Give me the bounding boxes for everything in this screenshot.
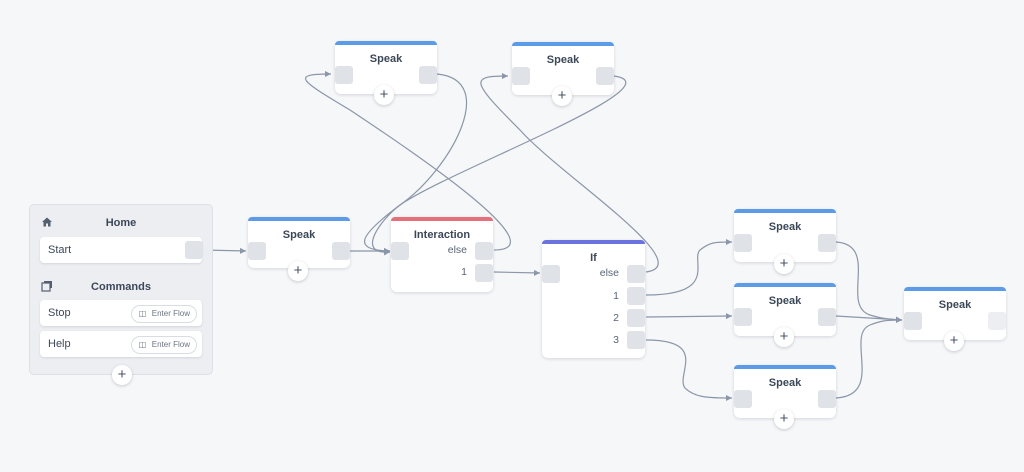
choice-label-1: 1 (461, 266, 467, 278)
interaction-node[interactable]: Interaction else 1 (391, 217, 493, 292)
stack-icon: ◫ (138, 309, 147, 318)
link-speak-r3-to-final (835, 317, 903, 399)
output-port[interactable] (596, 67, 614, 85)
start-output-port[interactable] (185, 241, 203, 259)
add-step-button[interactable]: + (552, 86, 572, 106)
start-item-label: Start (48, 244, 72, 256)
enter-flow-label: Enter Flow (151, 309, 190, 318)
node-title: Speak (768, 295, 802, 307)
input-port[interactable] (734, 308, 752, 326)
start-item[interactable]: Start (40, 237, 203, 263)
branch-label-2: 2 (613, 312, 619, 324)
link-speak-top2-to-interaction (371, 75, 626, 256)
input-port[interactable] (391, 242, 409, 260)
add-step-button[interactable]: + (774, 254, 794, 274)
node-title: Speak (546, 54, 580, 66)
enter-flow-label: Enter Flow (151, 340, 190, 349)
output-port-3[interactable] (627, 331, 645, 349)
add-step-button[interactable]: + (944, 331, 964, 351)
enter-flow-button[interactable]: ◫ Enter Flow (130, 305, 197, 323)
add-step-button[interactable]: + (374, 85, 394, 105)
node-header-bar (904, 287, 1006, 291)
output-port[interactable] (332, 242, 350, 260)
speak-node-top-2[interactable]: Speak (512, 42, 614, 95)
enter-flow-button[interactable]: ◫ Enter Flow (130, 336, 197, 354)
input-port[interactable] (542, 265, 560, 283)
link-if-2-to-speak-r2 (645, 313, 733, 320)
link-interaction-1-to-if (493, 269, 541, 276)
output-port[interactable] (988, 312, 1006, 330)
node-header-bar (248, 217, 350, 221)
input-port[interactable] (734, 234, 752, 252)
branch-label-3: 3 (613, 334, 619, 346)
output-port-1[interactable] (475, 264, 493, 282)
link-if-else-to-speak-top2 (480, 73, 659, 273)
output-port-1[interactable] (627, 287, 645, 305)
node-title: Speak (768, 377, 802, 389)
node-header-bar (542, 240, 645, 244)
choice-label-else: else (447, 244, 467, 256)
add-step-button[interactable]: + (774, 409, 794, 429)
stack-icon (41, 280, 53, 292)
input-port[interactable] (512, 67, 530, 85)
node-header-bar (391, 217, 493, 221)
node-title: Speak (282, 229, 316, 241)
node-title: Interaction (413, 229, 471, 241)
output-port-2[interactable] (627, 309, 645, 327)
link-if-1-to-speak-r1 (645, 239, 733, 296)
link-speak-r2-to-final (835, 315, 903, 323)
node-title: If (590, 252, 597, 264)
command-item-stop[interactable]: Stop ◫ Enter Flow (40, 300, 202, 326)
node-header-bar (512, 42, 614, 46)
branch-label-1: 1 (613, 290, 619, 302)
branch-label-else: else (599, 267, 619, 279)
output-port[interactable] (818, 390, 836, 408)
link-if-3-to-speak-r3 (645, 339, 733, 401)
home-section-title: Home (105, 217, 137, 229)
home-icon (41, 216, 53, 228)
output-port[interactable] (818, 308, 836, 326)
input-port[interactable] (335, 66, 353, 84)
node-title: Speak (369, 53, 403, 65)
link-interaction-else-to-speak-top1 (305, 71, 512, 251)
node-header-bar (734, 209, 836, 213)
commands-section-title: Commands (91, 281, 151, 293)
node-title: Speak (938, 299, 972, 311)
input-port[interactable] (248, 242, 266, 260)
entry-panel: Home Start Commands Stop ◫ Enter Flow He… (29, 204, 213, 375)
add-command-button[interactable]: + (112, 365, 132, 385)
input-port[interactable] (734, 390, 752, 408)
output-port-else[interactable] (627, 265, 645, 283)
command-label: Help (48, 338, 71, 350)
input-port[interactable] (904, 312, 922, 330)
node-title: Speak (768, 221, 802, 233)
node-header-bar (734, 283, 836, 287)
speak-node-main[interactable]: Speak (248, 217, 350, 268)
node-header-bar (734, 365, 836, 369)
node-header-bar (335, 41, 437, 45)
if-node[interactable]: If else 1 2 3 (542, 240, 645, 358)
add-step-button[interactable]: + (288, 261, 308, 281)
link-speak-r1-to-final (835, 241, 903, 323)
stack-icon: ◫ (138, 340, 147, 349)
add-step-button[interactable]: + (774, 327, 794, 347)
output-port[interactable] (419, 66, 437, 84)
command-label: Stop (48, 307, 71, 319)
link-speak-top1-to-interaction (363, 73, 468, 254)
output-port[interactable] (818, 234, 836, 252)
command-item-help[interactable]: Help ◫ Enter Flow (40, 331, 202, 357)
output-port-else[interactable] (475, 242, 493, 260)
speak-node-right-1[interactable]: Speak (734, 209, 836, 262)
